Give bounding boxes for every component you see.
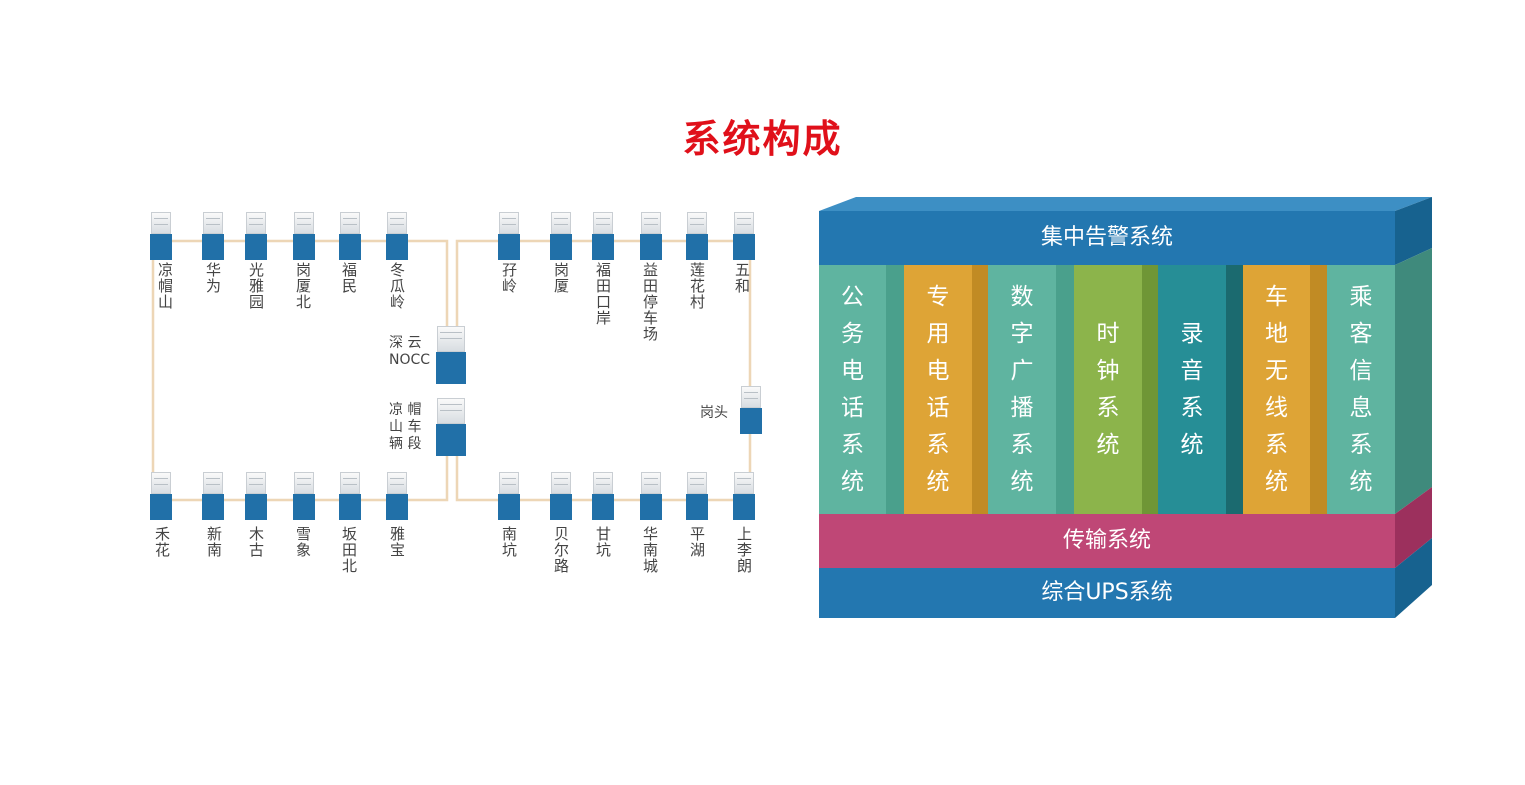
station-label: 岗头: [700, 405, 728, 421]
depot-label-line1: 凉 帽: [389, 402, 422, 418]
column-label: 数字广播系统: [1010, 283, 1034, 495]
station-icon: [550, 472, 572, 520]
depot-node-icon: [436, 398, 466, 456]
station-label: 光雅园: [247, 262, 265, 310]
alarm-system-layer: 集中告警系统: [819, 211, 1395, 265]
station-icon: [202, 472, 224, 520]
column-passenger-info: 乘客信息系统: [1327, 265, 1395, 514]
column-shadow: [1142, 265, 1158, 514]
depot-label-line3: 辆 段: [389, 436, 422, 452]
column-shadow: [1226, 265, 1243, 514]
station-label: 华为: [204, 262, 222, 294]
column-label: 乘客信息系统: [1349, 283, 1373, 495]
station-icon: [245, 472, 267, 520]
side-face-columns: [1395, 248, 1432, 514]
nocc-label-line1: 深 云: [389, 335, 422, 351]
station-label: 益田停车场: [641, 262, 659, 342]
station-icon: [245, 212, 267, 260]
station-label: 坂田北: [340, 526, 358, 574]
station-icon: [686, 472, 708, 520]
column-label: 专用电话系统: [926, 283, 950, 495]
stack-top-face: [819, 197, 1432, 211]
column-shadow: [972, 265, 988, 514]
station-icon: [339, 212, 361, 260]
column-dedicated-phone: 专用电话系统: [904, 265, 972, 514]
station-icon: [150, 472, 172, 520]
station-icon: [640, 472, 662, 520]
column-shadow: [1310, 265, 1327, 514]
column-shadow: [1056, 265, 1074, 514]
station-icon: [202, 212, 224, 260]
station-icon: [339, 472, 361, 520]
station-label: 孖岭: [500, 262, 518, 294]
station-icon: [733, 212, 755, 260]
column-public-phone: 公务电话系统: [819, 265, 886, 514]
column-clock: 时钟系统: [1074, 265, 1142, 514]
station-icon: [386, 472, 408, 520]
station-icon: [686, 212, 708, 260]
station-label: 莲花村: [688, 262, 706, 310]
station-icon: [498, 472, 520, 520]
station-icon: [592, 472, 614, 520]
station-label: 华南城: [641, 526, 659, 574]
station-label: 南坑: [500, 526, 518, 558]
station-icon: [733, 472, 755, 520]
nocc-label-line2: NOCC: [389, 352, 431, 368]
station-label: 禾花: [153, 526, 171, 558]
station-label: 木古: [247, 526, 265, 558]
depot-label-line2: 山 车: [389, 419, 422, 435]
station-label: 岗厦北: [294, 262, 312, 310]
station-label: 上李朗: [735, 526, 753, 574]
station-label: 贝尔路: [552, 526, 570, 574]
column-label: 车地无线系统: [1265, 283, 1288, 495]
station-label: 雅宝: [388, 526, 406, 558]
transport-system-layer: 传输系统: [819, 514, 1395, 568]
station-icon: [293, 472, 315, 520]
column-train-ground-wireless: 车地无线系统: [1243, 265, 1310, 514]
column-label: 录音系统: [1180, 320, 1204, 458]
column-label: 时钟系统: [1096, 320, 1120, 458]
station-label: 岗厦: [552, 262, 570, 294]
station-icon: [498, 212, 520, 260]
column-label: 公务电话系统: [841, 283, 864, 495]
station-label: 凉帽山: [156, 262, 174, 310]
station-label: 福田口岸: [594, 262, 612, 326]
station-label: 平湖: [688, 526, 706, 558]
station-icon: [150, 212, 172, 260]
station-label: 雪象: [294, 526, 312, 558]
column-digital-broadcast: 数字广播系统: [988, 265, 1056, 514]
station-label: 新南: [205, 526, 223, 558]
side-face-alarm: [1395, 197, 1432, 265]
station-label: 福民: [340, 262, 358, 294]
station-label: 甘坑: [594, 526, 612, 558]
station-label: 冬瓜岭: [388, 262, 406, 310]
station-icon: [293, 212, 315, 260]
column-recording: 录音系统: [1158, 265, 1226, 514]
station-icon: [592, 212, 614, 260]
station-label: 五和: [733, 262, 751, 294]
station-icon: [550, 212, 572, 260]
network-topology: 凉帽山 华为 光雅园 岗厦北 福民 冬瓜岭 孖岭 岗厦 福田口岸 益田停车场 莲…: [150, 212, 762, 574]
side-face-transport: [1395, 487, 1432, 568]
column-shadow: [886, 265, 904, 514]
station-icon: [740, 386, 762, 434]
nocc-node-icon: [436, 326, 466, 384]
ups-system-layer: 综合UPS系统: [819, 568, 1395, 618]
side-face-ups: [1395, 538, 1432, 618]
station-icon: [640, 212, 662, 260]
station-icon: [386, 212, 408, 260]
page-title: 系统构成: [682, 117, 843, 161]
